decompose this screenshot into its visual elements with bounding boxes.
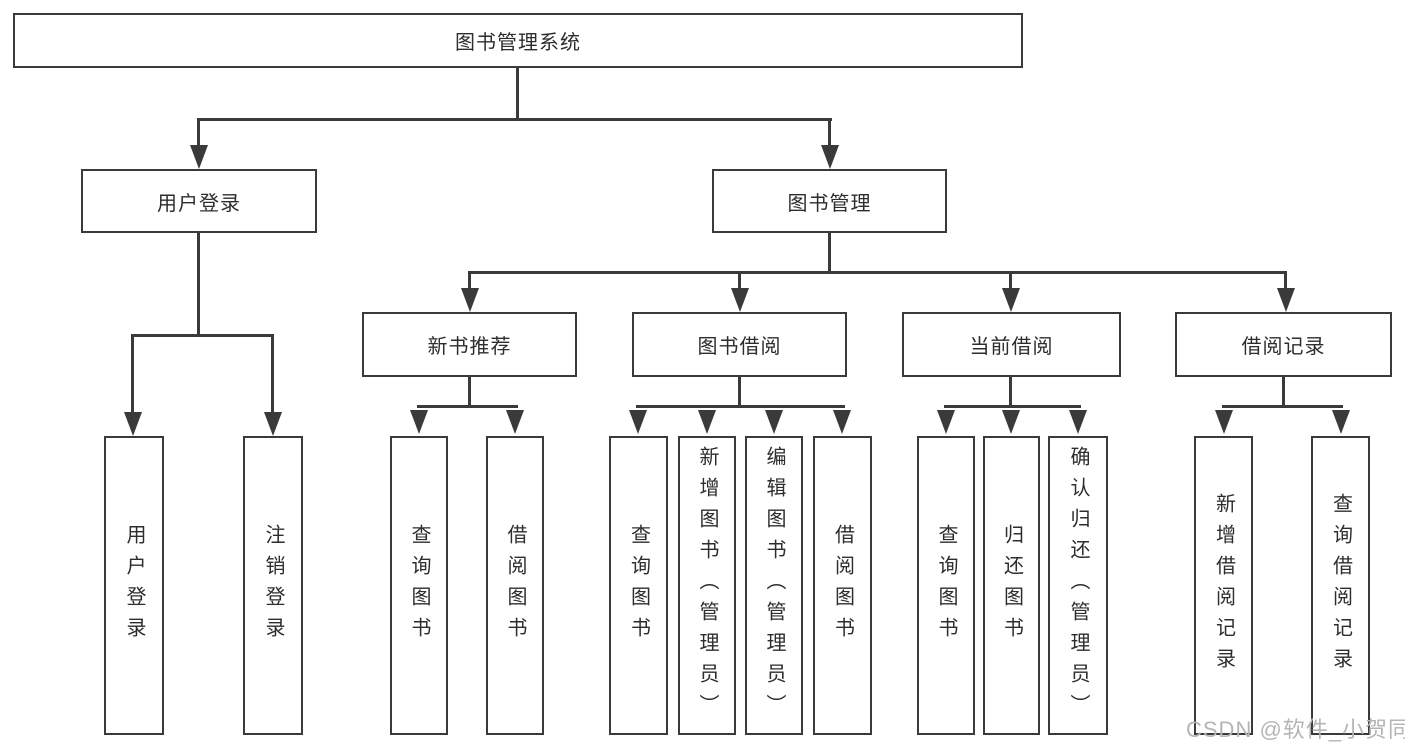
node-new-book-recommendation: 新书推荐 <box>362 312 577 377</box>
connector-rail <box>417 405 518 408</box>
connector-stem <box>738 377 741 408</box>
csdn-watermark: CSDN @软件_小贺同学 <box>1186 717 1405 742</box>
node-book-borrowing-label: 图书借阅 <box>697 336 782 358</box>
connector-stem <box>1009 377 1012 408</box>
node-add-borrow-record-label: 新增借阅记录 <box>1212 492 1235 679</box>
connector-rail <box>131 334 274 337</box>
node-query-books-borrowing: 查询图书 <box>609 436 668 735</box>
connector-drop <box>197 118 200 148</box>
arrow-down-icon <box>821 145 839 169</box>
arrow-down-icon <box>629 410 647 434</box>
connector-stem <box>1282 377 1285 408</box>
connector-rail <box>944 405 1081 408</box>
node-borrow-books-leaf-label: 借阅图书 <box>831 523 854 648</box>
node-query-books-recommend-label: 查询图书 <box>408 523 430 648</box>
node-query-books-current-label: 查询图书 <box>935 523 957 648</box>
arrow-down-icon <box>1332 410 1350 434</box>
connector-drop <box>271 334 274 414</box>
node-borrow-books-recommend: 借阅图书 <box>486 436 544 735</box>
connector-stem <box>828 233 831 274</box>
node-query-borrow-record-label: 查询借阅记录 <box>1329 492 1352 679</box>
node-query-borrow-record: 查询借阅记录 <box>1311 436 1370 735</box>
node-user-login: 用户登录 <box>81 169 317 233</box>
node-confirm-return-admin: 确认归还（管理员） <box>1048 436 1108 735</box>
connector-drop <box>828 118 831 148</box>
node-add-book-admin: 新增图书（管理员） <box>678 436 736 735</box>
connector-rail <box>636 405 845 408</box>
connector-level1-rail <box>197 118 832 121</box>
node-root-label: 图书管理系统 <box>455 32 581 54</box>
node-return-books: 归还图书 <box>983 436 1040 735</box>
arrow-down-icon <box>1069 410 1087 434</box>
node-return-books-label: 归还图书 <box>1000 523 1023 648</box>
node-edit-book-admin-label: 编辑图书（管理员） <box>763 446 785 725</box>
node-borrow-books-recommend-label: 借阅图书 <box>504 523 526 648</box>
node-query-books-recommend: 查询图书 <box>390 436 448 735</box>
arrow-down-icon <box>1002 410 1020 434</box>
connector-stem <box>197 233 200 337</box>
connector-stem <box>468 377 471 408</box>
connector-drop <box>1009 271 1012 291</box>
arrow-down-icon <box>1277 288 1295 312</box>
arrow-down-icon <box>410 410 428 434</box>
node-borrow-books-leaf: 借阅图书 <box>813 436 872 735</box>
connector-level2-rail <box>468 271 1287 274</box>
arrow-down-icon <box>1002 288 1020 312</box>
connector-root-stem <box>516 68 519 120</box>
node-book-management: 图书管理 <box>712 169 947 233</box>
arrow-down-icon <box>1215 410 1233 434</box>
arrow-down-icon <box>506 410 524 434</box>
node-user-login-leaf: 用户登录 <box>104 436 164 735</box>
node-logout-label: 注销登录 <box>262 523 284 648</box>
node-book-management-label: 图书管理 <box>787 192 872 215</box>
arrow-down-icon <box>190 145 208 169</box>
connector-rail <box>1222 405 1343 408</box>
arrow-down-icon <box>264 412 282 436</box>
node-borrowing-records: 借阅记录 <box>1175 312 1392 377</box>
node-new-book-recommendation-label: 新书推荐 <box>427 336 512 358</box>
node-query-books-current: 查询图书 <box>917 436 975 735</box>
node-add-book-admin-label: 新增图书（管理员） <box>696 446 718 725</box>
arrow-down-icon <box>461 288 479 312</box>
arrow-down-icon <box>731 288 749 312</box>
node-user-login-leaf-label: 用户登录 <box>123 523 145 648</box>
node-current-borrowing-label: 当前借阅 <box>969 336 1054 358</box>
node-query-books-borrowing-label: 查询图书 <box>627 523 650 648</box>
connector-drop <box>468 271 471 291</box>
node-root: 图书管理系统 <box>13 13 1023 68</box>
arrow-down-icon <box>765 410 783 434</box>
arrow-down-icon <box>698 410 716 434</box>
connector-drop <box>131 334 134 414</box>
node-user-login-label: 用户登录 <box>157 192 241 215</box>
connector-drop <box>738 271 741 291</box>
node-current-borrowing: 当前借阅 <box>902 312 1121 377</box>
arrow-down-icon <box>833 410 851 434</box>
node-logout: 注销登录 <box>243 436 303 735</box>
node-book-borrowing: 图书借阅 <box>632 312 847 377</box>
node-add-borrow-record: 新增借阅记录 <box>1194 436 1253 735</box>
arrow-down-icon <box>937 410 955 434</box>
node-borrowing-records-label: 借阅记录 <box>1241 336 1326 358</box>
connector-drop <box>1284 271 1287 291</box>
node-confirm-return-admin-label: 确认归还（管理员） <box>1067 446 1089 725</box>
arrow-down-icon <box>124 412 142 436</box>
node-edit-book-admin: 编辑图书（管理员） <box>745 436 803 735</box>
